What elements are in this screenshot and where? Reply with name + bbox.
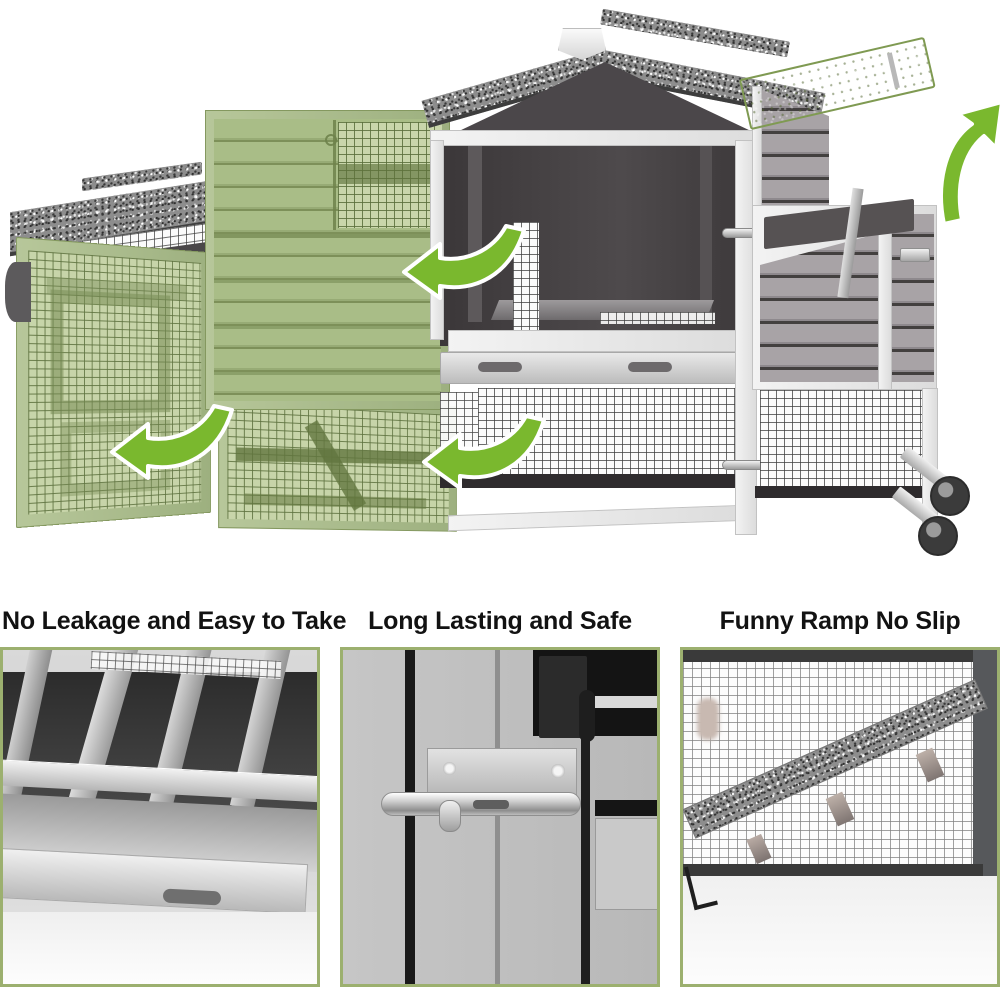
feature-card-no-leakage: No Leakage and Easy to Take — [0, 595, 347, 1000]
bolt-knob[interactable] — [439, 800, 461, 832]
tray-handle-slot-left[interactable] — [478, 362, 522, 372]
interior-ramp-mesh — [600, 312, 715, 324]
feature-title-long-lasting: Long Lasting and Safe — [368, 607, 632, 635]
arrow-lower-door — [422, 414, 546, 490]
nesting-box-base-mesh — [760, 390, 935, 488]
feature-card-funny-ramp: Funny Ramp No Slip — [680, 595, 1000, 1000]
feature-title-no-leakage: No Leakage and Easy to Take — [2, 607, 347, 635]
green-upper-door-panel[interactable] — [205, 110, 450, 410]
hero-product-image — [5, 8, 1000, 556]
left-door-hinge-block — [5, 262, 31, 322]
arrow-nest-lid — [939, 100, 1000, 226]
tray-handle-slot-right[interactable] — [628, 362, 672, 372]
gable-fascia — [430, 130, 780, 146]
run-bottom-rail — [440, 474, 752, 488]
arrow-upper-door — [402, 224, 526, 300]
run-floor-beam — [448, 504, 748, 532]
arrow-side-door — [110, 404, 234, 480]
nesting-box-side-latch[interactable] — [900, 248, 930, 262]
feature-row: No Leakage and Easy to Take — [0, 595, 1000, 1000]
interior-post-right — [700, 146, 712, 322]
green-mesh-side-door[interactable] — [15, 236, 212, 529]
nesting-box-side — [886, 214, 934, 382]
feature-card-long-lasting: Long Lasting and Safe — [340, 595, 660, 1000]
roof-ridge-cap — [600, 8, 790, 58]
slide-bolt-latch-photo — [340, 647, 660, 987]
pull-out-tray-rail — [448, 330, 748, 352]
screw-left-icon — [443, 762, 456, 775]
screw-right-icon — [551, 764, 565, 778]
tray-handle-slot[interactable] — [162, 888, 222, 906]
feature-title-funny-ramp: Funny Ramp No Slip — [719, 607, 961, 635]
caster-wheel-lower — [918, 516, 958, 556]
caster-wheel-upper — [930, 476, 970, 516]
ramp-photo — [680, 647, 1000, 987]
pull-out-tray-photo — [0, 647, 320, 987]
